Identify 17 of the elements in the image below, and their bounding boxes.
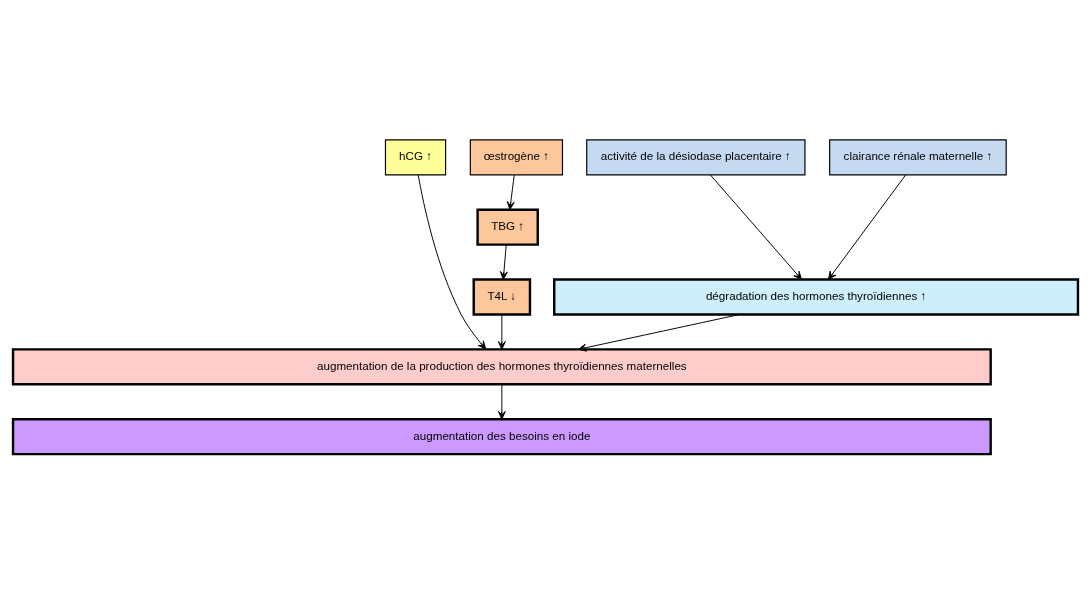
arrow bbox=[506, 174, 515, 210]
node-box: T4L ↓ bbox=[472, 277, 532, 316]
node-box: dégradation des hormones thyroïdiennes ↑ bbox=[553, 277, 1080, 316]
arrow bbox=[577, 313, 741, 352]
node-box: TBG ↑ bbox=[476, 208, 539, 246]
node-box: œstrogène ↑ bbox=[469, 138, 564, 175]
arrow bbox=[497, 313, 506, 350]
arrow bbox=[499, 243, 508, 280]
node-box: augmentation des besoins en iode bbox=[11, 417, 992, 455]
arrow bbox=[417, 174, 487, 349]
node-box: augmentation de la production des hormones thyroïdiennes maternelles bbox=[11, 347, 992, 385]
arrow bbox=[497, 383, 506, 420]
arrow bbox=[827, 173, 907, 280]
node-box: clairance rénale maternelle ↑ bbox=[829, 138, 1007, 175]
node-box: hCG ↑ bbox=[384, 138, 447, 175]
node-box: activité de la désiodase placentaire ↑ bbox=[586, 138, 806, 175]
arrow bbox=[709, 173, 803, 280]
